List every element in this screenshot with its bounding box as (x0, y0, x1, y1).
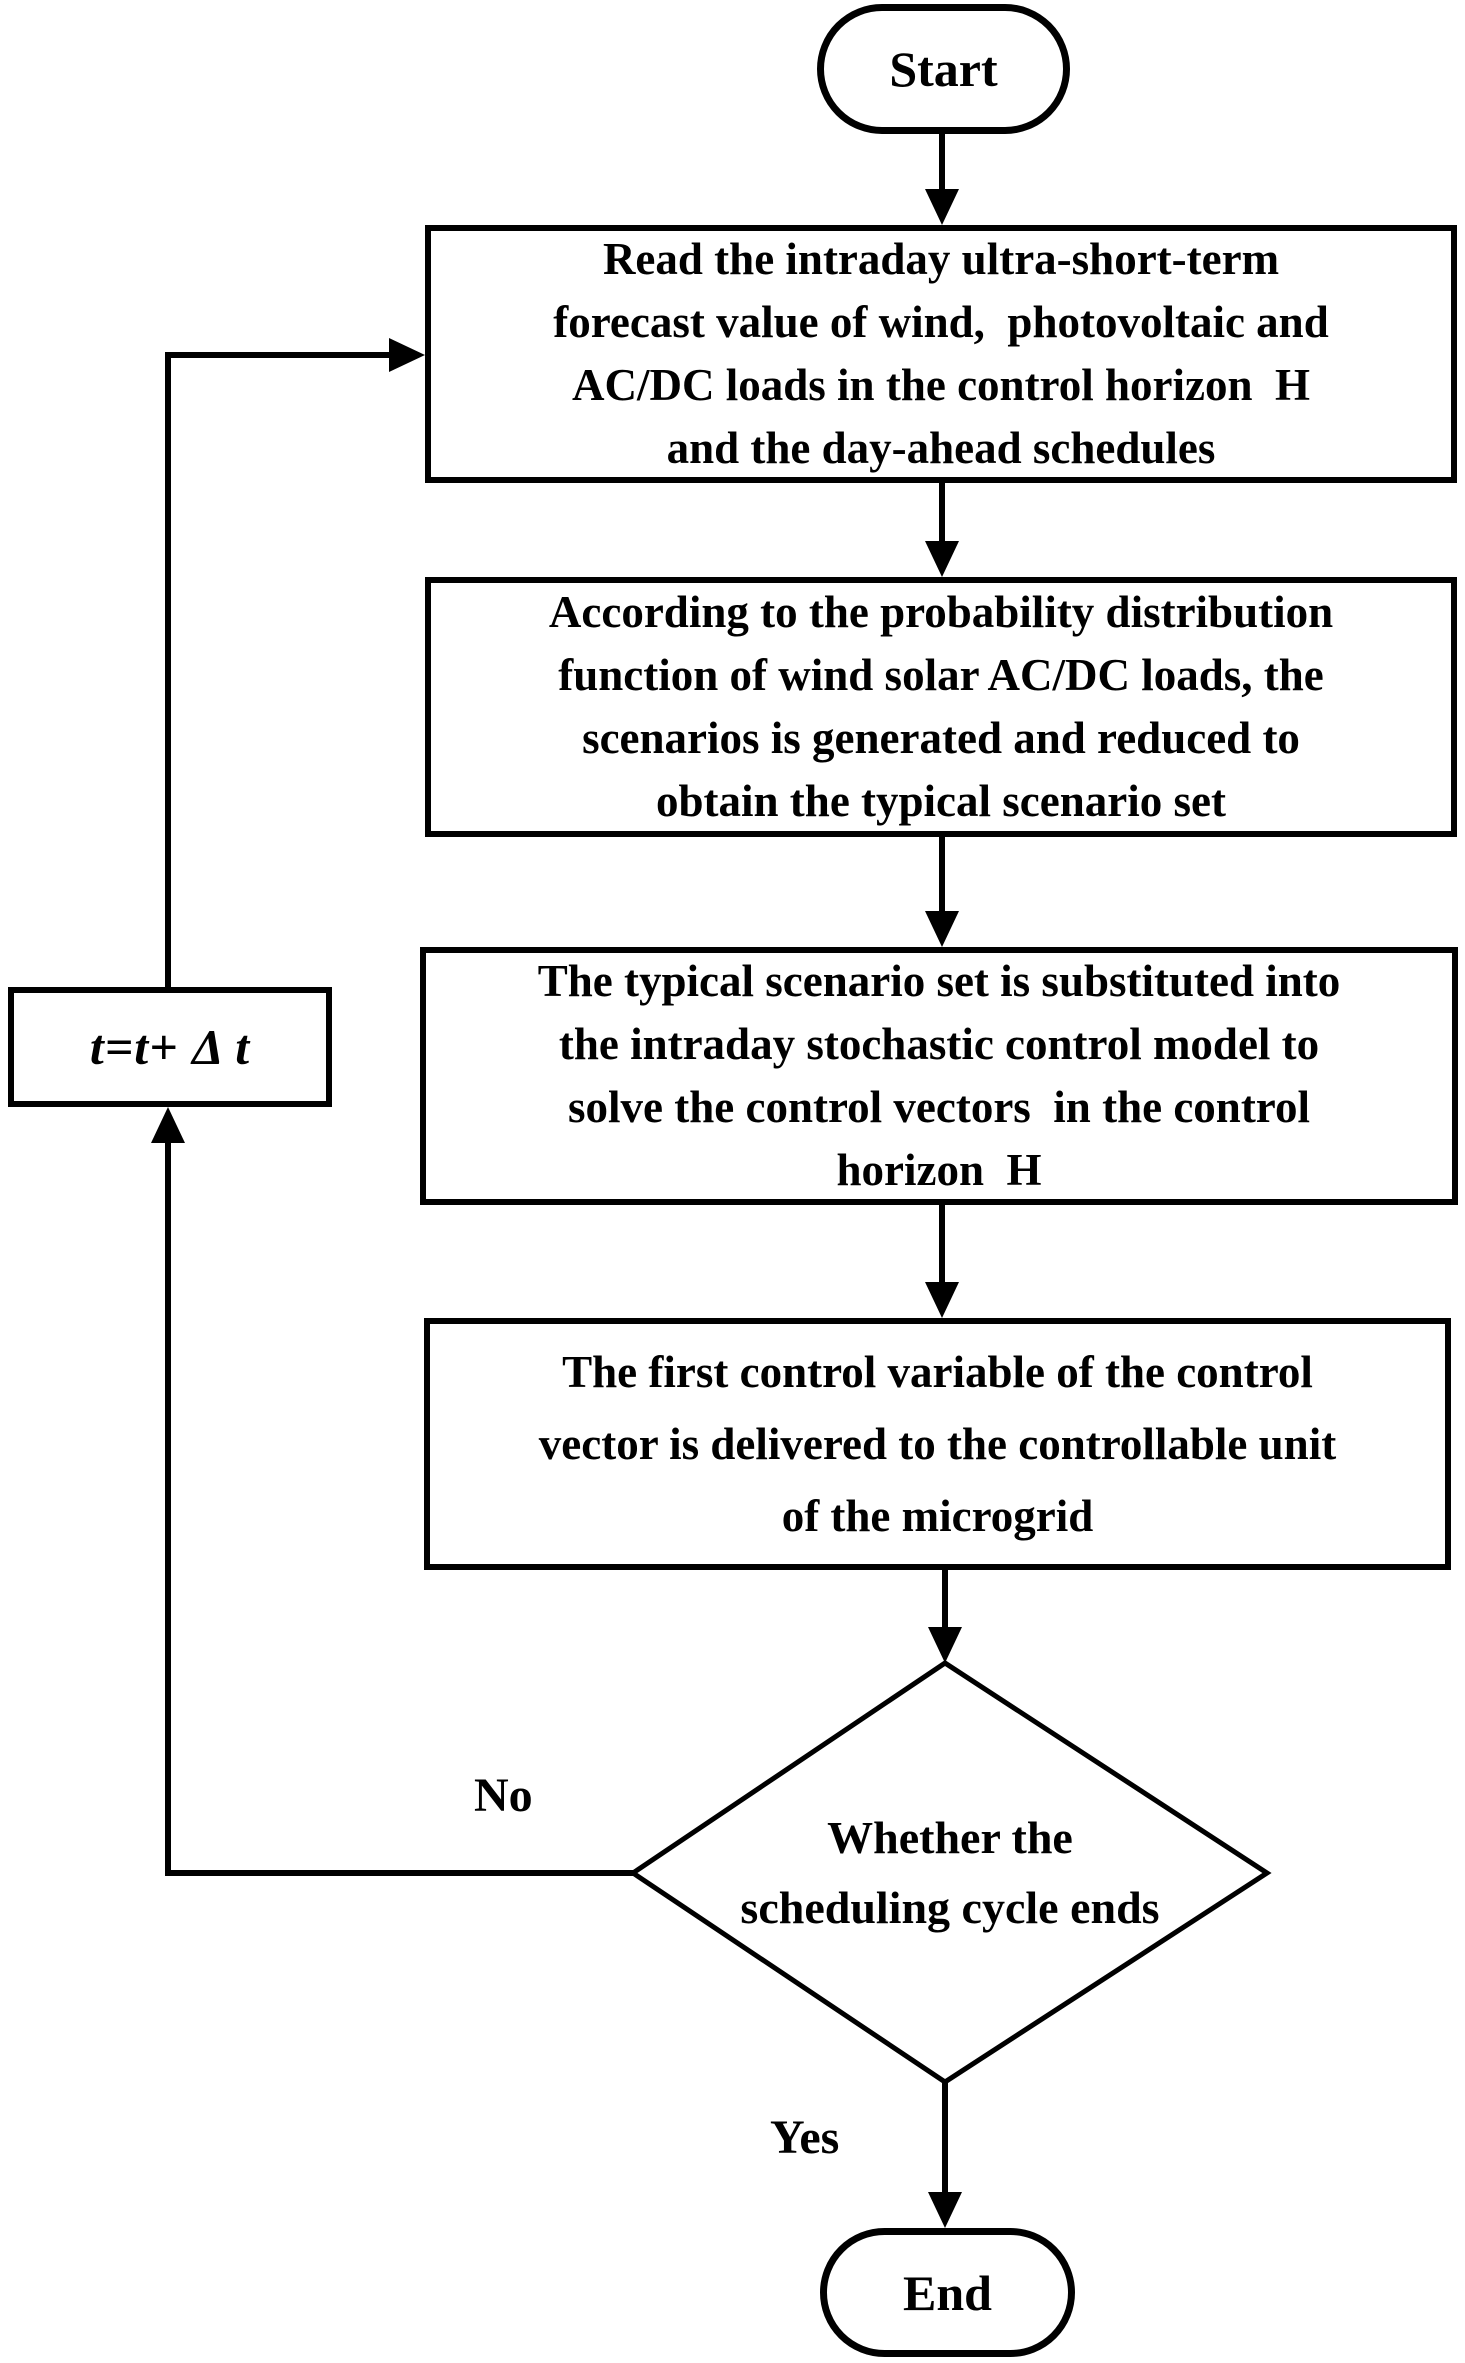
time-update-label: t=t+ Δ t (89, 1019, 251, 1075)
arrowhead-read-to-scenario (925, 541, 959, 577)
text-line: scheduling cycle ends (740, 1882, 1160, 1933)
process-read-forecast: Read the intraday ultra-short-term forec… (425, 225, 1457, 483)
text-line: Whether the (827, 1812, 1073, 1863)
text-line: horizon H (836, 1145, 1042, 1195)
branch-label-no: No (474, 1769, 533, 1822)
text-line: function of wind solar AC/DC loads, the (558, 650, 1324, 700)
arrowhead-scenario-to-solve (925, 911, 959, 947)
text-line: obtain the typical scenario set (656, 776, 1226, 826)
start-node: Start (817, 4, 1070, 134)
end-label: End (903, 2264, 992, 2321)
text-line: and the day-ahead schedules (666, 423, 1216, 473)
text-line: solve the control vectors in the control (568, 1082, 1310, 1132)
text-line: vector is delivered to the controllable … (538, 1419, 1337, 1469)
text-line: of the microgrid (781, 1491, 1094, 1541)
text-line: AC/DC loads in the control horizon H (572, 360, 1310, 410)
text-line: The first control variable of the contro… (562, 1347, 1313, 1397)
process-solve-control-model: The typical scenario set is substituted … (420, 947, 1458, 1205)
end-node: End (820, 2228, 1075, 2357)
branch-label-yes: Yes (770, 2111, 840, 2164)
text-line: scenarios is generated and reduced to (582, 713, 1300, 763)
text-line: the intraday stochastic control model to (558, 1019, 1320, 1069)
arrowhead-decision-to-update (151, 1107, 185, 1143)
arrowhead-solve-to-deliver (925, 1282, 959, 1318)
edge-decision-to-update (165, 1143, 633, 1876)
text-line: Read the intraday ultra-short-term (602, 234, 1280, 284)
arrowhead-start-to-read (925, 189, 959, 225)
arrowhead-decision-to-end (928, 2192, 962, 2228)
process-deliver-control: The first control variable of the contro… (424, 1318, 1451, 1570)
arrowhead-update-to-read (389, 338, 425, 372)
edge-update-to-read (165, 352, 392, 987)
text-line: The typical scenario set is substituted … (537, 956, 1341, 1006)
start-label: Start (889, 41, 998, 97)
text-line: According to the probability distributio… (548, 587, 1334, 637)
process-scenario-generation: According to the probability distributio… (425, 577, 1457, 837)
text-line: forecast value of wind, photovoltaic and (553, 297, 1329, 347)
arrowhead-deliver-to-decision (928, 1627, 962, 1663)
time-update-node: t=t+ Δ t (8, 987, 332, 1107)
decision-label: Whether the scheduling cycle ends (633, 1665, 1267, 2081)
